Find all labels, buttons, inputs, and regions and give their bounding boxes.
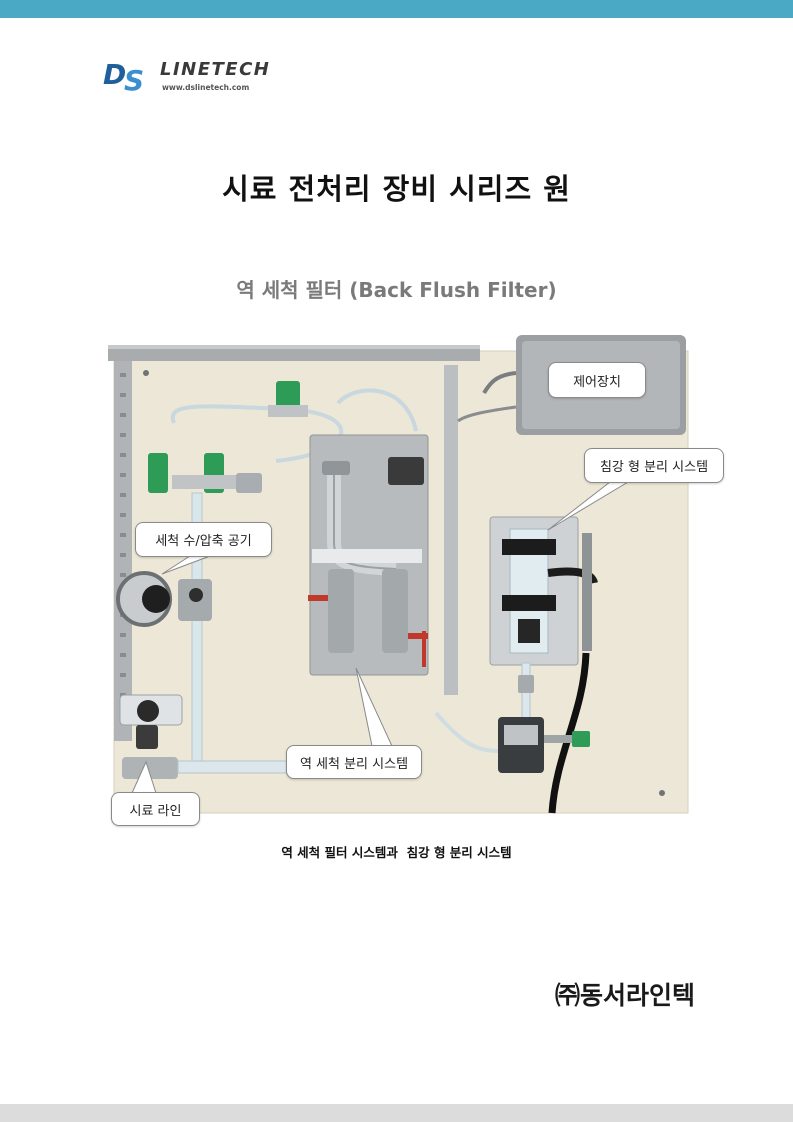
filter-body-right xyxy=(382,569,408,653)
page-subtitle: 역 세척 필터 (Back Flush Filter) xyxy=(236,278,557,302)
green-valves xyxy=(148,381,308,493)
company-name: ㈜동서라인텍 xyxy=(554,981,695,1010)
ds-monogram-icon: D S xyxy=(103,58,144,94)
frame-mid-rail xyxy=(444,365,458,695)
top-color-band xyxy=(0,0,793,18)
company-logo: D S LINETECH www.dslinetech.com xyxy=(102,54,322,98)
callout-backwash-system: 역 세척 분리 시스템 xyxy=(286,745,422,779)
callout-control-unit: 제어장치 xyxy=(548,362,646,398)
bottom-color-band xyxy=(0,1104,793,1122)
equipment-panel-photo xyxy=(106,333,694,815)
callout-wash-air: 세척 수/압축 공기 xyxy=(135,522,272,557)
svg-text:S: S xyxy=(124,64,144,94)
black-hose xyxy=(548,652,590,814)
frame-left-rail xyxy=(114,361,132,741)
callout-sample-line: 시료 라인 xyxy=(111,792,200,826)
page-title: 시료 전처리 장비 시리즈 원 xyxy=(222,172,571,206)
filter-body-left xyxy=(328,569,354,653)
sample-inlet-fitting xyxy=(122,757,178,779)
svg-text:D: D xyxy=(103,58,126,91)
callout-settling-system: 침강 형 분리 시스템 xyxy=(584,448,724,483)
logo-url: www.dslinetech.com xyxy=(162,83,250,92)
logo-wordmark: LINETECH xyxy=(160,59,271,80)
figure-caption: 역 세척 필터 시스템과 침강 형 분리 시스템 xyxy=(281,845,512,860)
